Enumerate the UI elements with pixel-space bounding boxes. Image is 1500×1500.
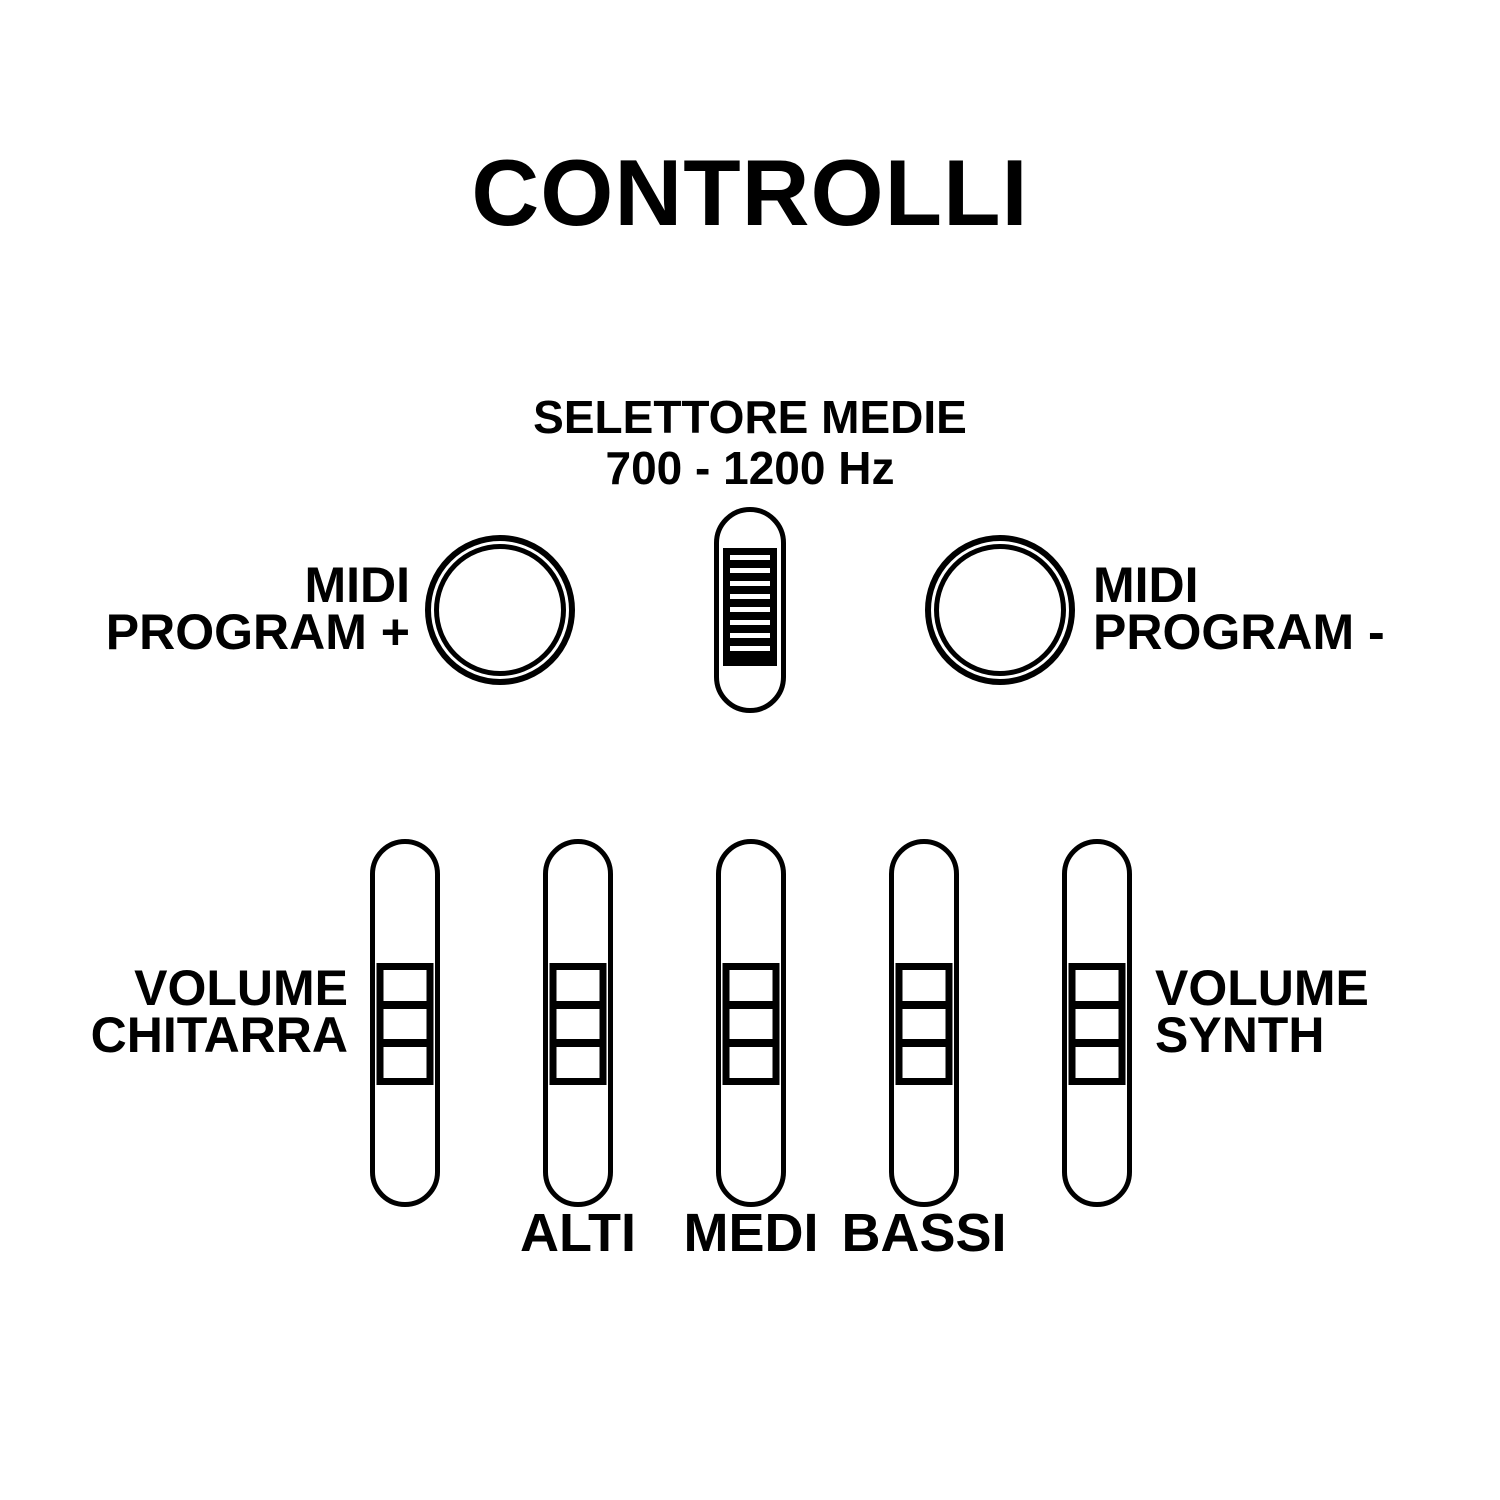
midi-program-minus-label: MIDI PROGRAM -: [1093, 557, 1385, 660]
slider-knob-divider: [729, 1039, 773, 1048]
volume-synth-label-line2: SYNTH: [1155, 1007, 1325, 1063]
medie-selector-thumbwheel[interactable]: [723, 548, 777, 666]
midi-program-minus-button[interactable]: [925, 535, 1075, 685]
slider-knob-divider: [902, 1039, 946, 1048]
slider-track-medi[interactable]: [716, 839, 786, 1207]
slider-knob-cell: [556, 1008, 600, 1040]
slider-track-volume-synth[interactable]: [1062, 839, 1132, 1207]
slider-knob-divider: [1075, 1000, 1119, 1009]
midi-program-plus-label: MIDI PROGRAM +: [105, 557, 410, 660]
medie-selector-switch[interactable]: [714, 507, 786, 713]
slider-knob-cell: [902, 970, 946, 1001]
slider-knob-divider: [556, 1000, 600, 1009]
slider-knob-divider: [1075, 1039, 1119, 1048]
volume-chitarra-label-line1: VOLUME: [134, 960, 348, 1016]
slider-knob-alti[interactable]: [549, 963, 607, 1085]
volume-synth-label-line1: VOLUME: [1155, 960, 1369, 1016]
slider-knob-volume-chitarra[interactable]: [376, 963, 434, 1085]
medi-label: MEDI: [683, 1203, 819, 1263]
slider-knob-cell: [729, 970, 773, 1001]
slider-knob-cell: [556, 970, 600, 1001]
alti-label: ALTI: [520, 1203, 636, 1263]
slider-knob-medi[interactable]: [722, 963, 780, 1085]
slider-track-bassi[interactable]: [889, 839, 959, 1207]
midi-program-minus-button-inner-ring: [934, 544, 1066, 676]
medie-selector-label-line2: 700 - 1200 Hz: [605, 442, 895, 494]
slider-track-alti[interactable]: [543, 839, 613, 1207]
midi-program-plus-label-line2: PROGRAM +: [105, 604, 410, 660]
slider-knob-cell: [902, 1047, 946, 1079]
midi-program-minus-label-line2: PROGRAM -: [1093, 604, 1385, 660]
slider-knob-cell: [729, 1047, 773, 1079]
slider-knob-cell: [556, 1047, 600, 1079]
slider-knob-cell: [383, 970, 427, 1001]
medie-selector-label: SELETTORE MEDIE 700 - 1200 Hz: [0, 392, 1500, 494]
slider-knob-cell: [1075, 1008, 1119, 1040]
slider-knob-cell: [383, 1008, 427, 1040]
slider-knob-divider: [902, 1000, 946, 1009]
volume-chitarra-label: VOLUME CHITARRA: [90, 960, 348, 1063]
slider-knob-cell: [729, 1008, 773, 1040]
slider-knob-bassi[interactable]: [895, 963, 953, 1085]
slider-knob-cell: [1075, 970, 1119, 1001]
page-title: CONTROLLI: [471, 140, 1029, 245]
slider-knob-volume-synth[interactable]: [1068, 963, 1126, 1085]
midi-program-plus-button-inner-ring: [434, 544, 566, 676]
slider-track-volume-chitarra[interactable]: [370, 839, 440, 1207]
slider-knob-cell: [383, 1047, 427, 1079]
slider-knob-divider: [383, 1000, 427, 1009]
midi-program-minus-label-line1: MIDI: [1093, 557, 1199, 613]
slider-knob-cell: [902, 1008, 946, 1040]
bassi-label: BASSI: [841, 1203, 1007, 1263]
slider-knob-divider: [556, 1039, 600, 1048]
slider-knob-divider: [729, 1000, 773, 1009]
midi-program-plus-button[interactable]: [425, 535, 575, 685]
volume-chitarra-label-line2: CHITARRA: [90, 1007, 348, 1063]
slider-knob-cell: [1075, 1047, 1119, 1079]
volume-synth-label: VOLUME SYNTH: [1155, 960, 1369, 1063]
slider-knob-divider: [383, 1039, 427, 1048]
midi-program-plus-label-line1: MIDI: [304, 557, 410, 613]
medie-selector-label-line1: SELETTORE MEDIE: [533, 391, 967, 443]
